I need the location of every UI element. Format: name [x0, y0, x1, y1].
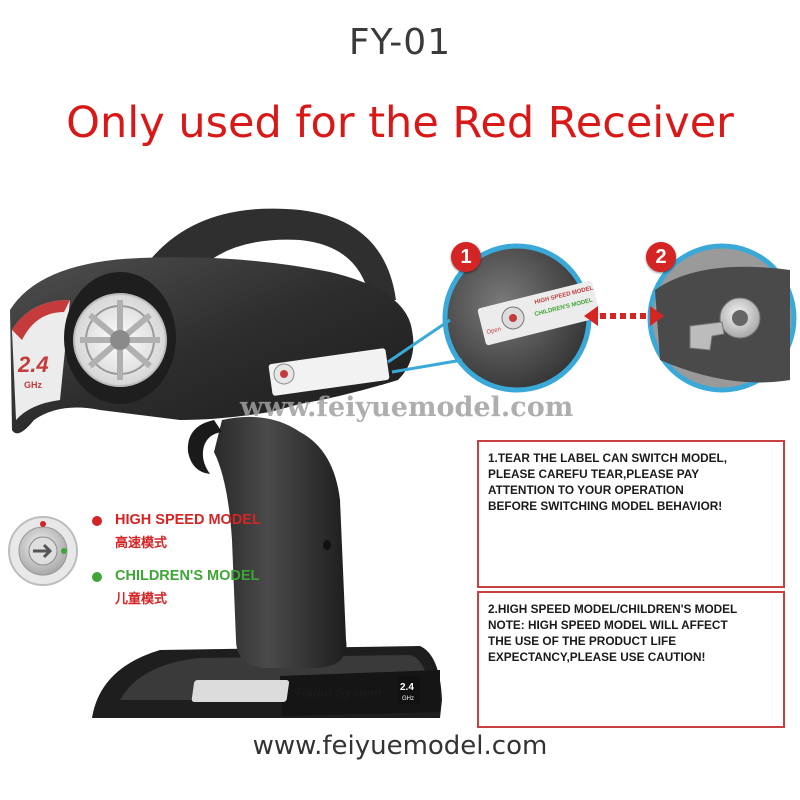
- footer-url: www.feiyuemodel.com: [252, 731, 548, 761]
- trigger: [187, 420, 222, 474]
- step-1-badge: 1: [451, 242, 481, 272]
- body-badge-unit: GHz: [24, 380, 43, 390]
- mode-sticker: [268, 348, 390, 396]
- note-1-line: BEFORE SWITCHING MODEL BEHAVIOR!: [488, 499, 723, 513]
- note-2-line: 2.HIGH SPEED MODEL/CHILDREN'S MODEL: [488, 602, 738, 616]
- note-1-line: PLEASE CAREFU TEAR,PLEASE PAY: [488, 467, 700, 481]
- mode-switch-icon: [8, 516, 78, 586]
- note-box-2: 2.HIGH SPEED MODEL/CHILDREN'S MODEL NOTE…: [477, 591, 785, 728]
- high-speed-model-cn: 高速模式: [115, 536, 168, 551]
- transmitter-grip: [214, 416, 347, 668]
- headline: Only used for the Red Receiver: [66, 98, 734, 148]
- note-2-line: THE USE OF THE PRODUCT LIFE: [488, 634, 677, 648]
- high-speed-dot: [92, 516, 102, 526]
- transmitter-handle: [150, 208, 396, 300]
- watermark-text: www.feiyuemodel.com: [240, 392, 574, 423]
- steering-wheel: [64, 272, 176, 404]
- children-model-label: CHILDREN'S MODEL: [115, 568, 260, 584]
- zoom-circle-2: [647, 243, 797, 393]
- transmitter-base: [92, 646, 442, 718]
- note-1-line: ATTENTION TO YOUR OPERATION: [488, 483, 684, 497]
- model-code-title: FY-01: [348, 22, 452, 63]
- base-label: Radio System: [296, 685, 382, 700]
- high-speed-model-label: HIGH SPEED MODEL: [115, 512, 261, 528]
- zoom-circle-1: HIGH SPEED MODEL CHILDREN'S MODEL Open: [442, 243, 601, 393]
- note-2-line: EXPECTANCY,PLEASE USE CAUTION!: [488, 650, 706, 664]
- zoom-sticker-open: Open: [486, 327, 502, 336]
- body-badge-text: 2.4: [17, 352, 49, 377]
- base-badge-unit: GHz: [402, 696, 414, 702]
- note-1-line: 1.TEAR THE LABEL CAN SWITCH MODEL,: [488, 451, 727, 465]
- children-model-cn: 儿童模式: [115, 592, 168, 607]
- children-dot: [92, 572, 102, 582]
- note-box-1: 1.TEAR THE LABEL CAN SWITCH MODEL, PLEAS…: [477, 440, 785, 588]
- transfer-arrow: [584, 306, 664, 326]
- step-2-badge: 2: [646, 242, 676, 272]
- base-badge: 2.4: [400, 682, 414, 693]
- note-2-line: NOTE: HIGH SPEED MODEL WILL AFFECT: [488, 618, 728, 632]
